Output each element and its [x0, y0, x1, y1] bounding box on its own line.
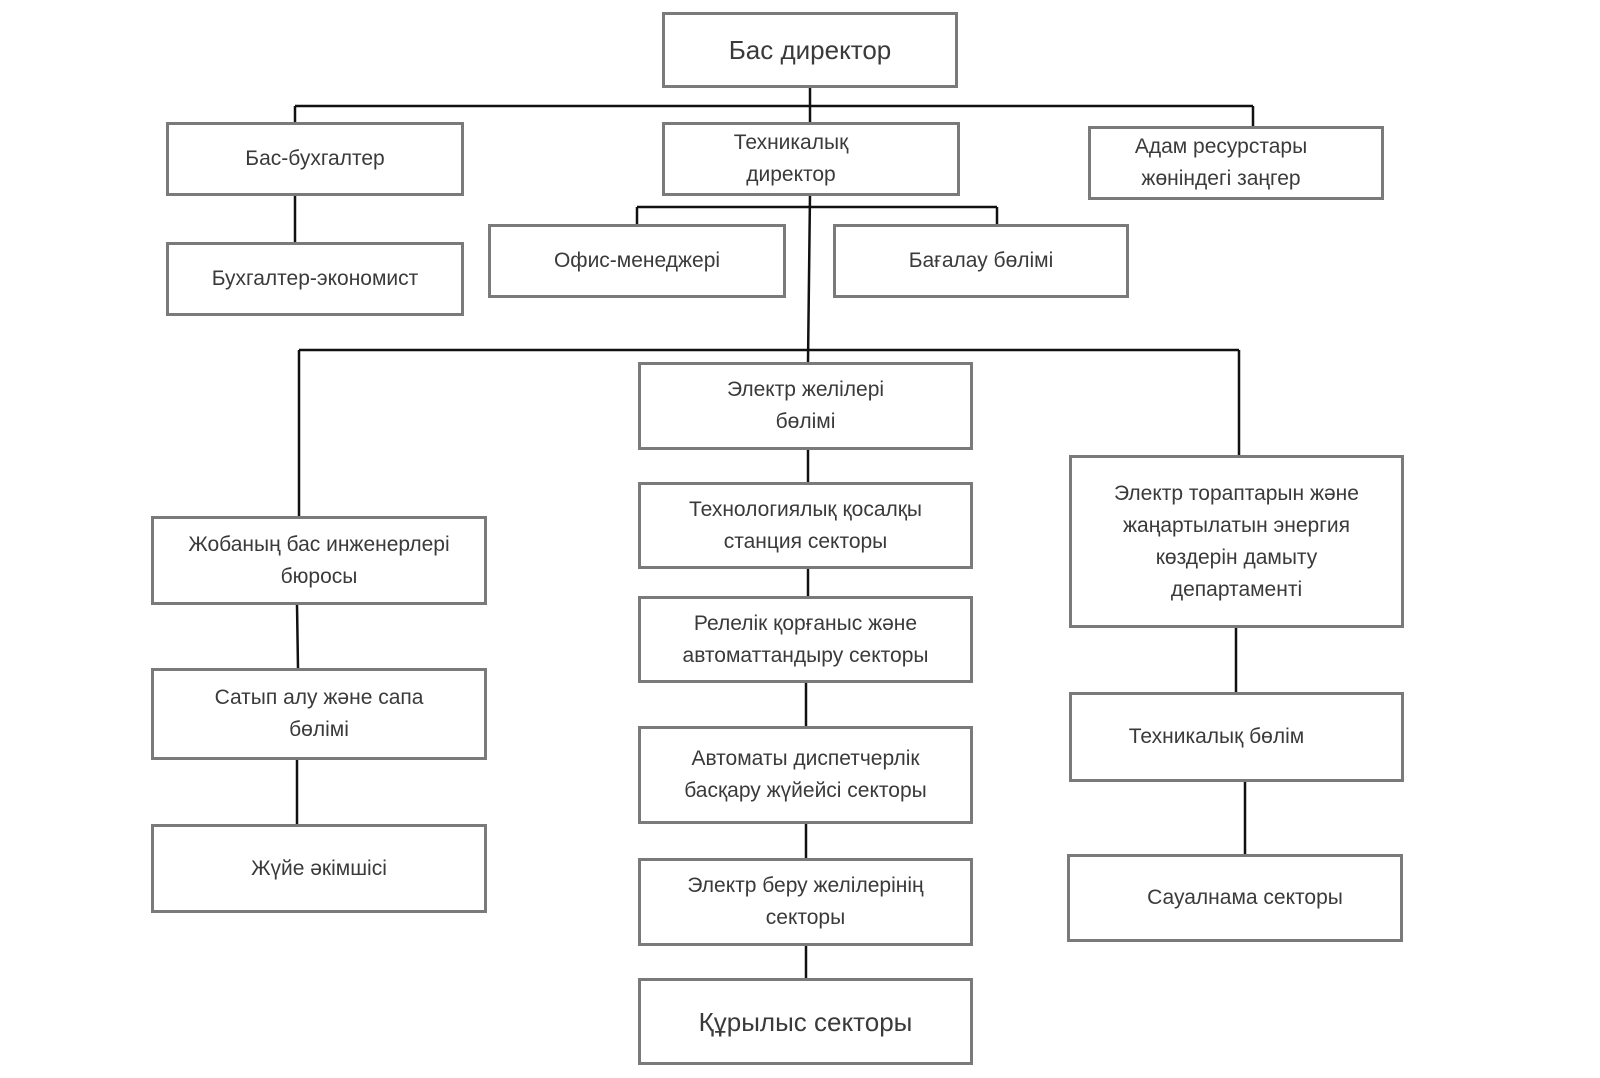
relay-protection-sector-box: Релелік қорғаныс және автоматтандыру сек…	[638, 596, 973, 683]
chief-accountant-box: Бас-бухгалтер	[166, 122, 464, 196]
technical-department-box: Техникалық бөлім	[1069, 692, 1404, 782]
accountant-economist-box: Бухгалтер-экономист	[166, 242, 464, 316]
connector-line	[806, 193, 812, 363]
power-networks-department-box: Электр желілері бөлімі	[638, 362, 973, 450]
evaluation-department-box: Бағалау бөлімі	[833, 224, 1129, 298]
connector-line	[295, 604, 300, 669]
substation-sector-box: Технологиялық қосалқы станция секторы	[638, 482, 973, 569]
project-engineers-bureau-box: Жобаның бас инженерлері бюросы	[151, 516, 487, 605]
office-manager-box: Офис-менеджері	[488, 224, 786, 298]
system-administrator-box: Жүйе әкімшісі	[151, 824, 487, 913]
dispatch-control-sector-box: Автоматы диспетчерлік басқару жүйейсі се…	[638, 726, 973, 824]
technical-director-box: Техникалық директор	[662, 122, 960, 196]
construction-sector-box: Құрылыс секторы	[638, 978, 973, 1065]
hr-lawyer-box: Адам ресурстары жөніндегі заңгер	[1088, 126, 1384, 200]
survey-sector-box: Сауалнама секторы	[1067, 854, 1403, 942]
grid-renewables-department-box: Электр тораптарын және жаңартылатын энер…	[1069, 455, 1404, 628]
ceo-box: Бас директор	[662, 12, 958, 88]
transmission-lines-sector-box: Электр беру желілерінің секторы	[638, 858, 973, 946]
procurement-quality-box: Сатып алу және сапа бөлімі	[151, 668, 487, 760]
